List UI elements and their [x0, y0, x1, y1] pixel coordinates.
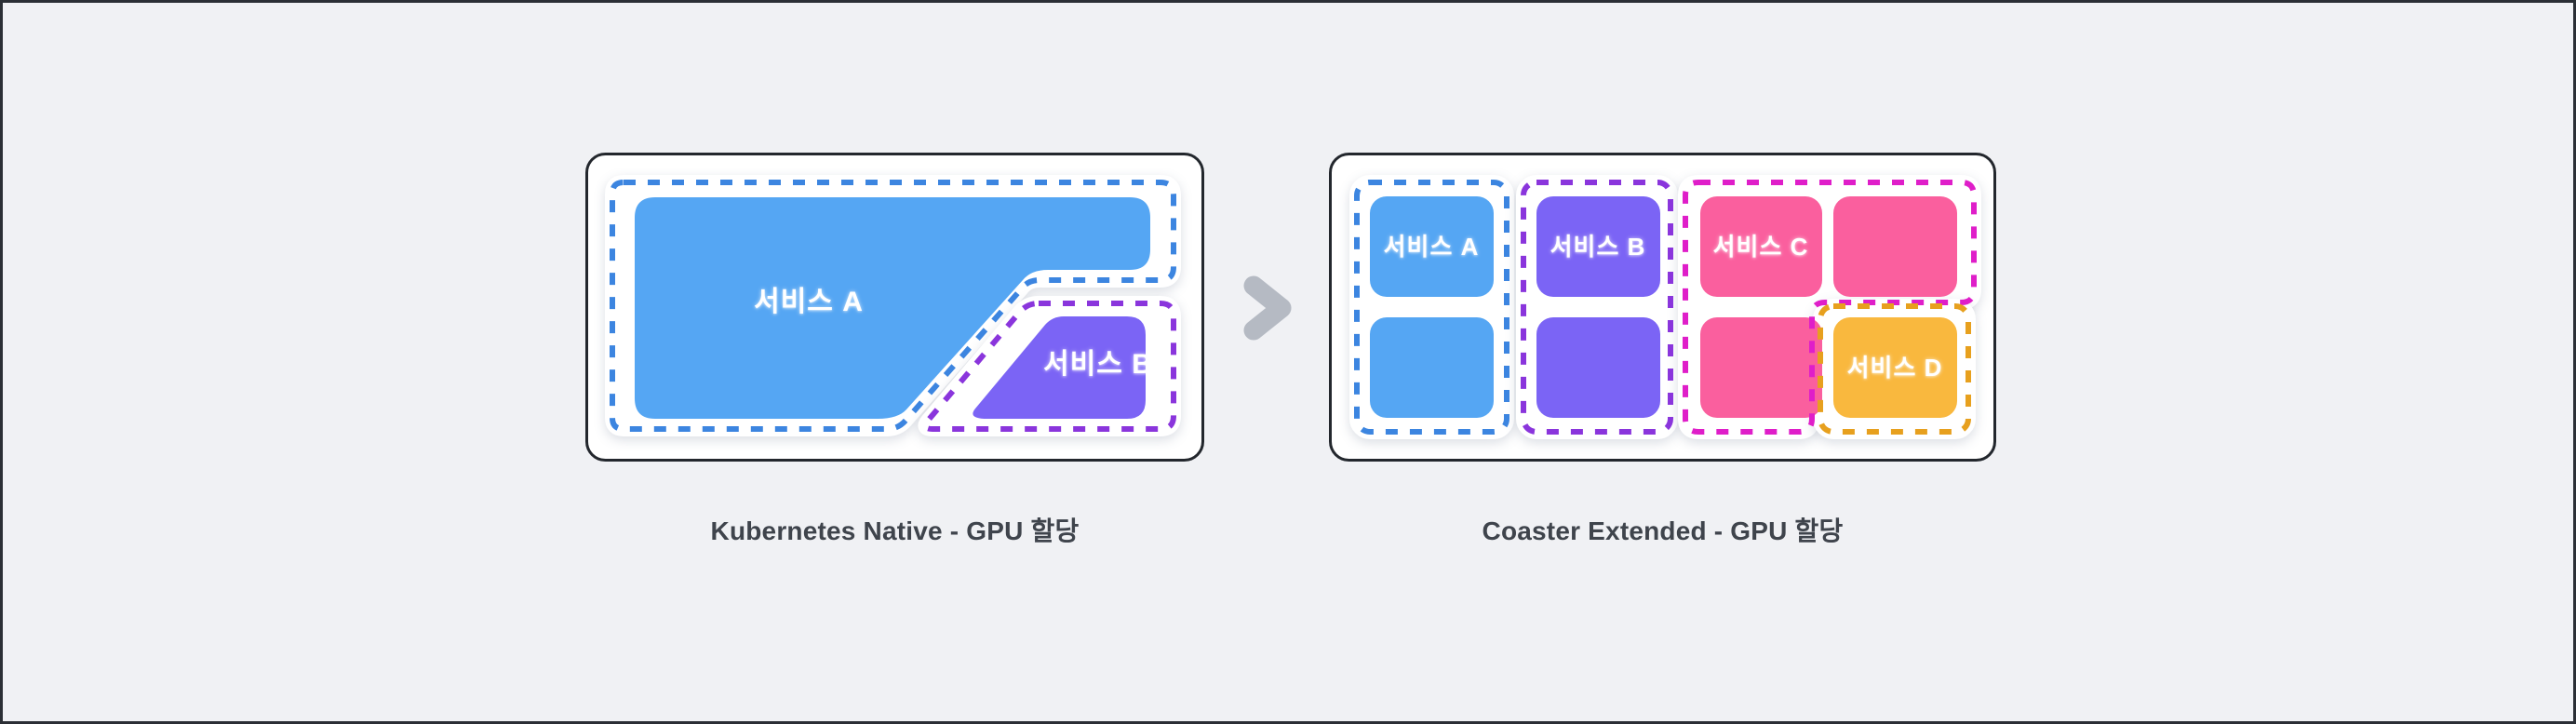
service-c-label: 서비스 C: [1713, 233, 1809, 261]
service-a-label: 서비스 A: [1384, 233, 1480, 261]
service-d-label: 서비스 D: [1847, 354, 1943, 382]
service-b-label: 서비스 B: [1043, 349, 1153, 380]
service-c-gpu-cell-2: [1833, 196, 1957, 297]
service-a-dashed-boundary: [610, 180, 1176, 432]
service-b-allocation-shape: [973, 316, 1146, 419]
coaster-extended-panel: 서비스 A 서비스 B 서비스 C 서비스 D: [1329, 153, 1996, 462]
service-a-gpu-cell-1: [1370, 196, 1494, 297]
service-b-gpu-cell-1: [1536, 196, 1660, 297]
chevron-stroke: [1243, 275, 1292, 341]
service-d-dashed-boundary: [1818, 303, 1971, 435]
service-c-dashed-boundary: [1683, 180, 1977, 435]
service-c-gpu-cell-3: [1700, 317, 1822, 418]
service-a-gpu-cell-2: [1370, 317, 1494, 418]
kubernetes-native-panel: 서비스 A 서비스 B: [585, 153, 1204, 462]
coaster-extended-caption: Coaster Extended - GPU 할당: [1482, 516, 1844, 545]
service-a-allocation-shape: [635, 197, 1150, 419]
kubernetes-native-caption: Kubernetes Native - GPU 할당: [710, 516, 1080, 545]
service-b-dashed-boundary: [1521, 180, 1673, 435]
service-c-gpu-cell-1: [1700, 196, 1822, 297]
chevron-right-icon: [1243, 275, 1292, 341]
service-b-gpu-cell-2: [1536, 317, 1660, 418]
service-d-gpu-cell-1: [1833, 317, 1957, 418]
service-b-label: 서비스 B: [1550, 233, 1646, 261]
service-a-label: 서비스 A: [754, 287, 864, 317]
